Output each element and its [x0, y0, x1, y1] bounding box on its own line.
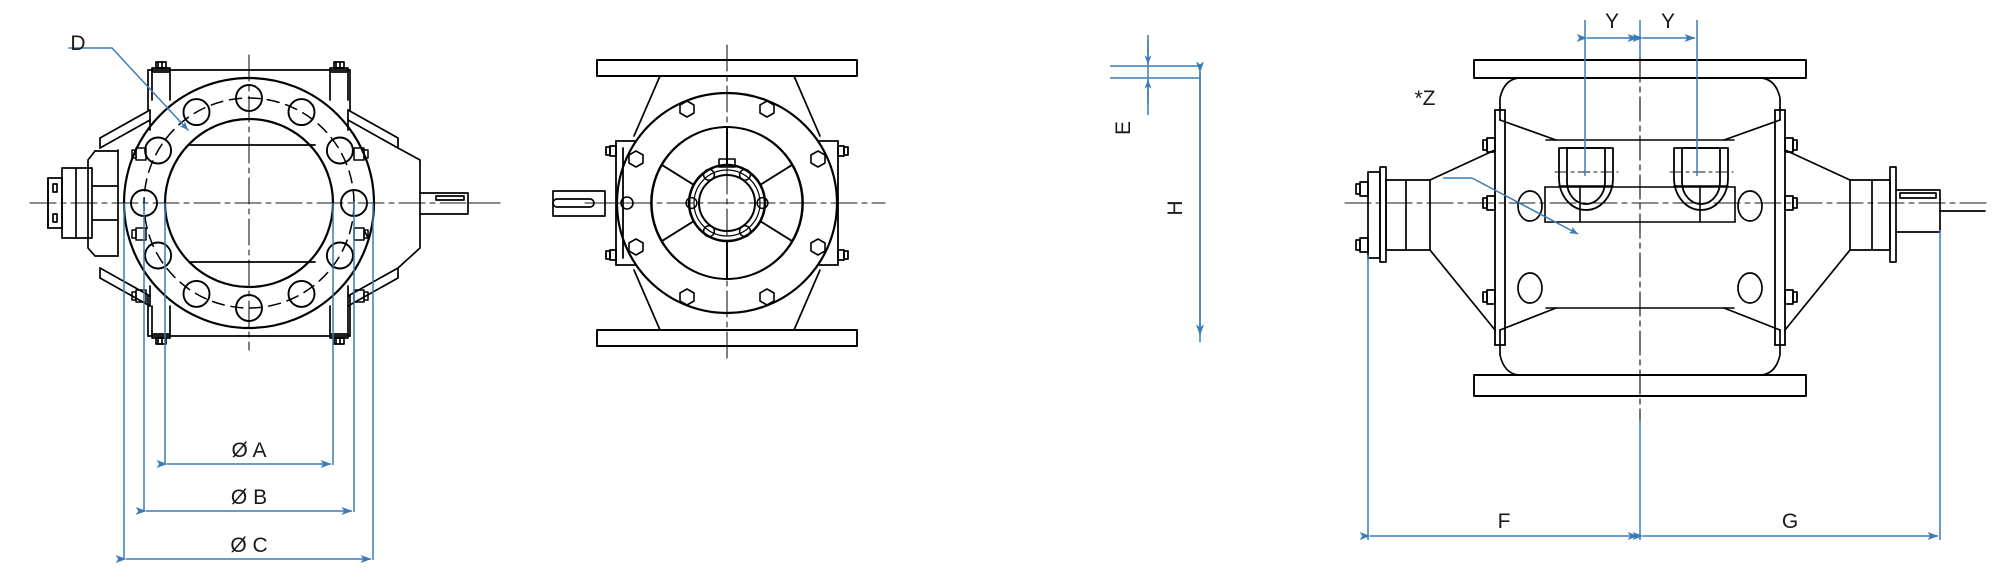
dim-label-G: G [1782, 510, 1798, 533]
rotor-pockets [1558, 147, 1729, 211]
support-bracket-right [347, 109, 421, 307]
dimension-lines [115, 20, 1941, 563]
hub-key [718, 158, 736, 168]
bottom-flange-plate [596, 329, 858, 347]
output-shaft-right [419, 192, 501, 215]
mounting-pad-left [151, 61, 171, 345]
housing-bore-outline [1545, 139, 1735, 309]
mounting-pad-right [329, 61, 349, 345]
flange-bolt-holes [130, 84, 368, 322]
dim-label-H: H [1164, 200, 1187, 215]
shaft-key-detail [552, 190, 626, 217]
dim-label-F: F [1498, 510, 1511, 533]
top-flange-plate-r [1473, 59, 1807, 79]
drive-bearing-cone-right [1784, 149, 1986, 331]
dim-label-Y1: Y [1605, 10, 1619, 33]
body-flange-bolts [628, 100, 826, 306]
drive-bearing-cone-left [1355, 149, 1496, 331]
rotor-vanes [651, 126, 803, 280]
dim-label-Y2: Y [1661, 10, 1675, 33]
view-mid-side-view [552, 44, 886, 359]
outlet-neck [1499, 307, 1781, 376]
view-left-end-view [29, 47, 501, 351]
bottom-flange-plate-r [1473, 374, 1807, 397]
dim-label-E: E [1112, 121, 1135, 135]
dim-label-D-text: D [70, 32, 85, 55]
end-plate-right-r [1774, 109, 1798, 346]
leader-Z-slant [1471, 177, 1579, 235]
bearing-housing [87, 149, 119, 257]
hub-inner-circle [698, 174, 756, 232]
inlet-transition [633, 75, 821, 137]
valve-body-outline [147, 69, 351, 337]
top-flange-plate [596, 59, 858, 77]
hub-bolts [685, 168, 769, 238]
outlet-transition [633, 269, 821, 331]
hub-mid-circle [693, 169, 761, 237]
view-right-front-view [1344, 57, 1991, 421]
dim-label-Z: *Z [1415, 87, 1436, 110]
rotor-chord-lines [189, 144, 316, 263]
dim-label-B: Ø B [231, 486, 267, 509]
leader-D [68, 47, 189, 131]
end-plate-right [817, 140, 849, 266]
dim-label-A: Ø A [231, 439, 266, 462]
dim-label-C: Ø C [230, 534, 267, 557]
drive-shaft-left [47, 167, 93, 239]
bearing-rollers [1517, 190, 1763, 304]
end-plate-left-r [1482, 109, 1506, 346]
